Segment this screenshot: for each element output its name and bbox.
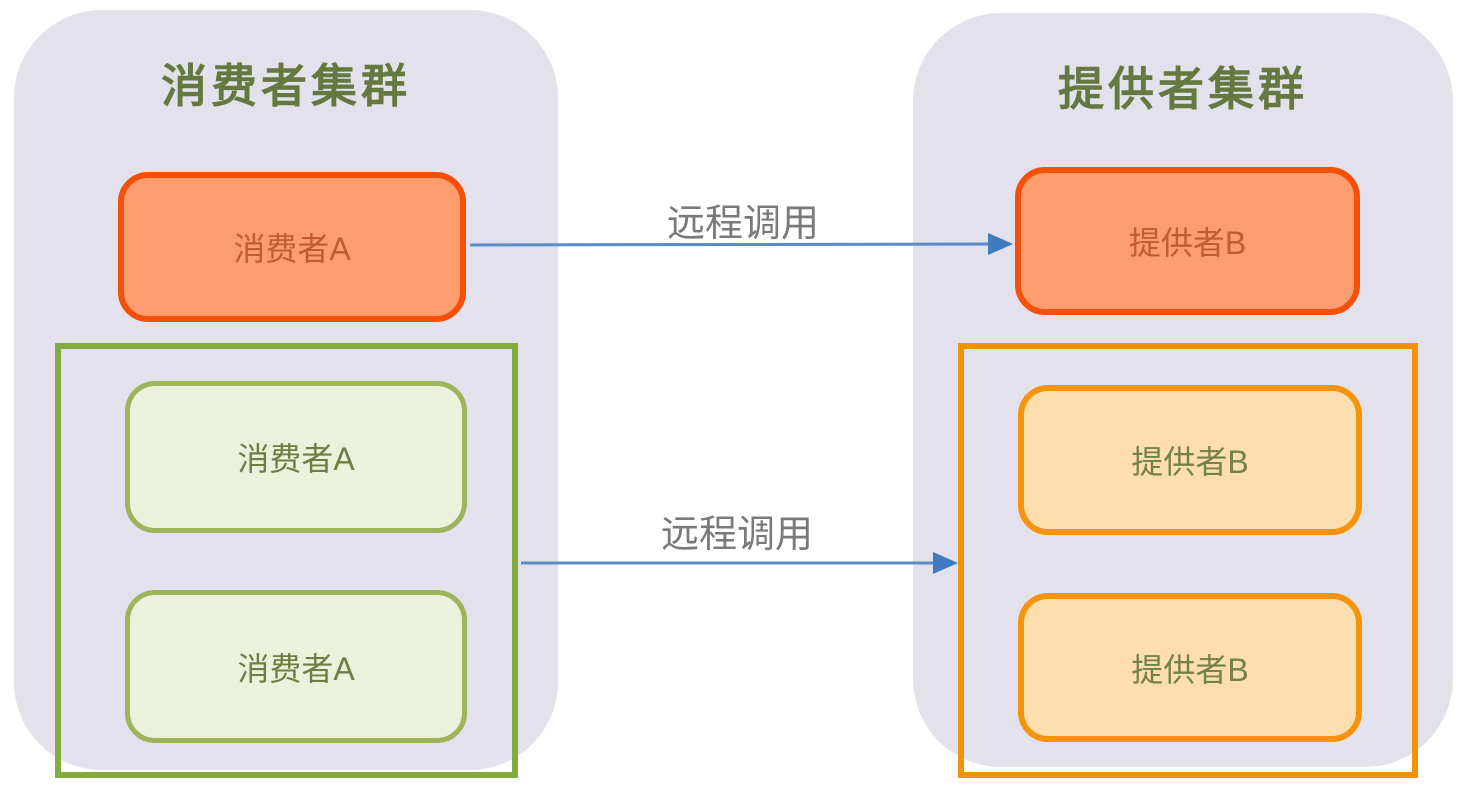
consumer-a-node: 消费者A — [118, 172, 466, 322]
consumer-a-node-label: 消费者A — [233, 231, 351, 267]
consumer-a-replica-1-label: 消费者A — [237, 441, 355, 477]
provider-b-node-label: 提供者B — [1128, 225, 1247, 261]
provider-b-replica-2-label: 提供者B — [1131, 651, 1249, 688]
rpc-label-bottom: 远程调用 — [660, 514, 814, 556]
provider-b-replica-1-label: 提供者B — [1131, 444, 1249, 480]
consumer-a-replica-node-2: 消费者A — [125, 590, 467, 743]
consumer-cluster-title: 消费者集群 — [161, 60, 411, 112]
rpc-label-top: 远程调用 — [666, 203, 820, 245]
provider-group-box — [958, 343, 1418, 778]
provider-cluster-title: 提供者集群 — [1058, 63, 1308, 115]
consumer-group-box — [55, 343, 518, 778]
consumer-a-replica-node-1: 消费者A — [125, 381, 467, 533]
provider-b-replica-node-2: 提供者B — [1018, 593, 1362, 742]
consumer-a-replica-2-label: 消费者A — [237, 650, 355, 687]
provider-b-node: 提供者B — [1015, 167, 1360, 315]
provider-b-replica-node-1: 提供者B — [1018, 385, 1362, 535]
